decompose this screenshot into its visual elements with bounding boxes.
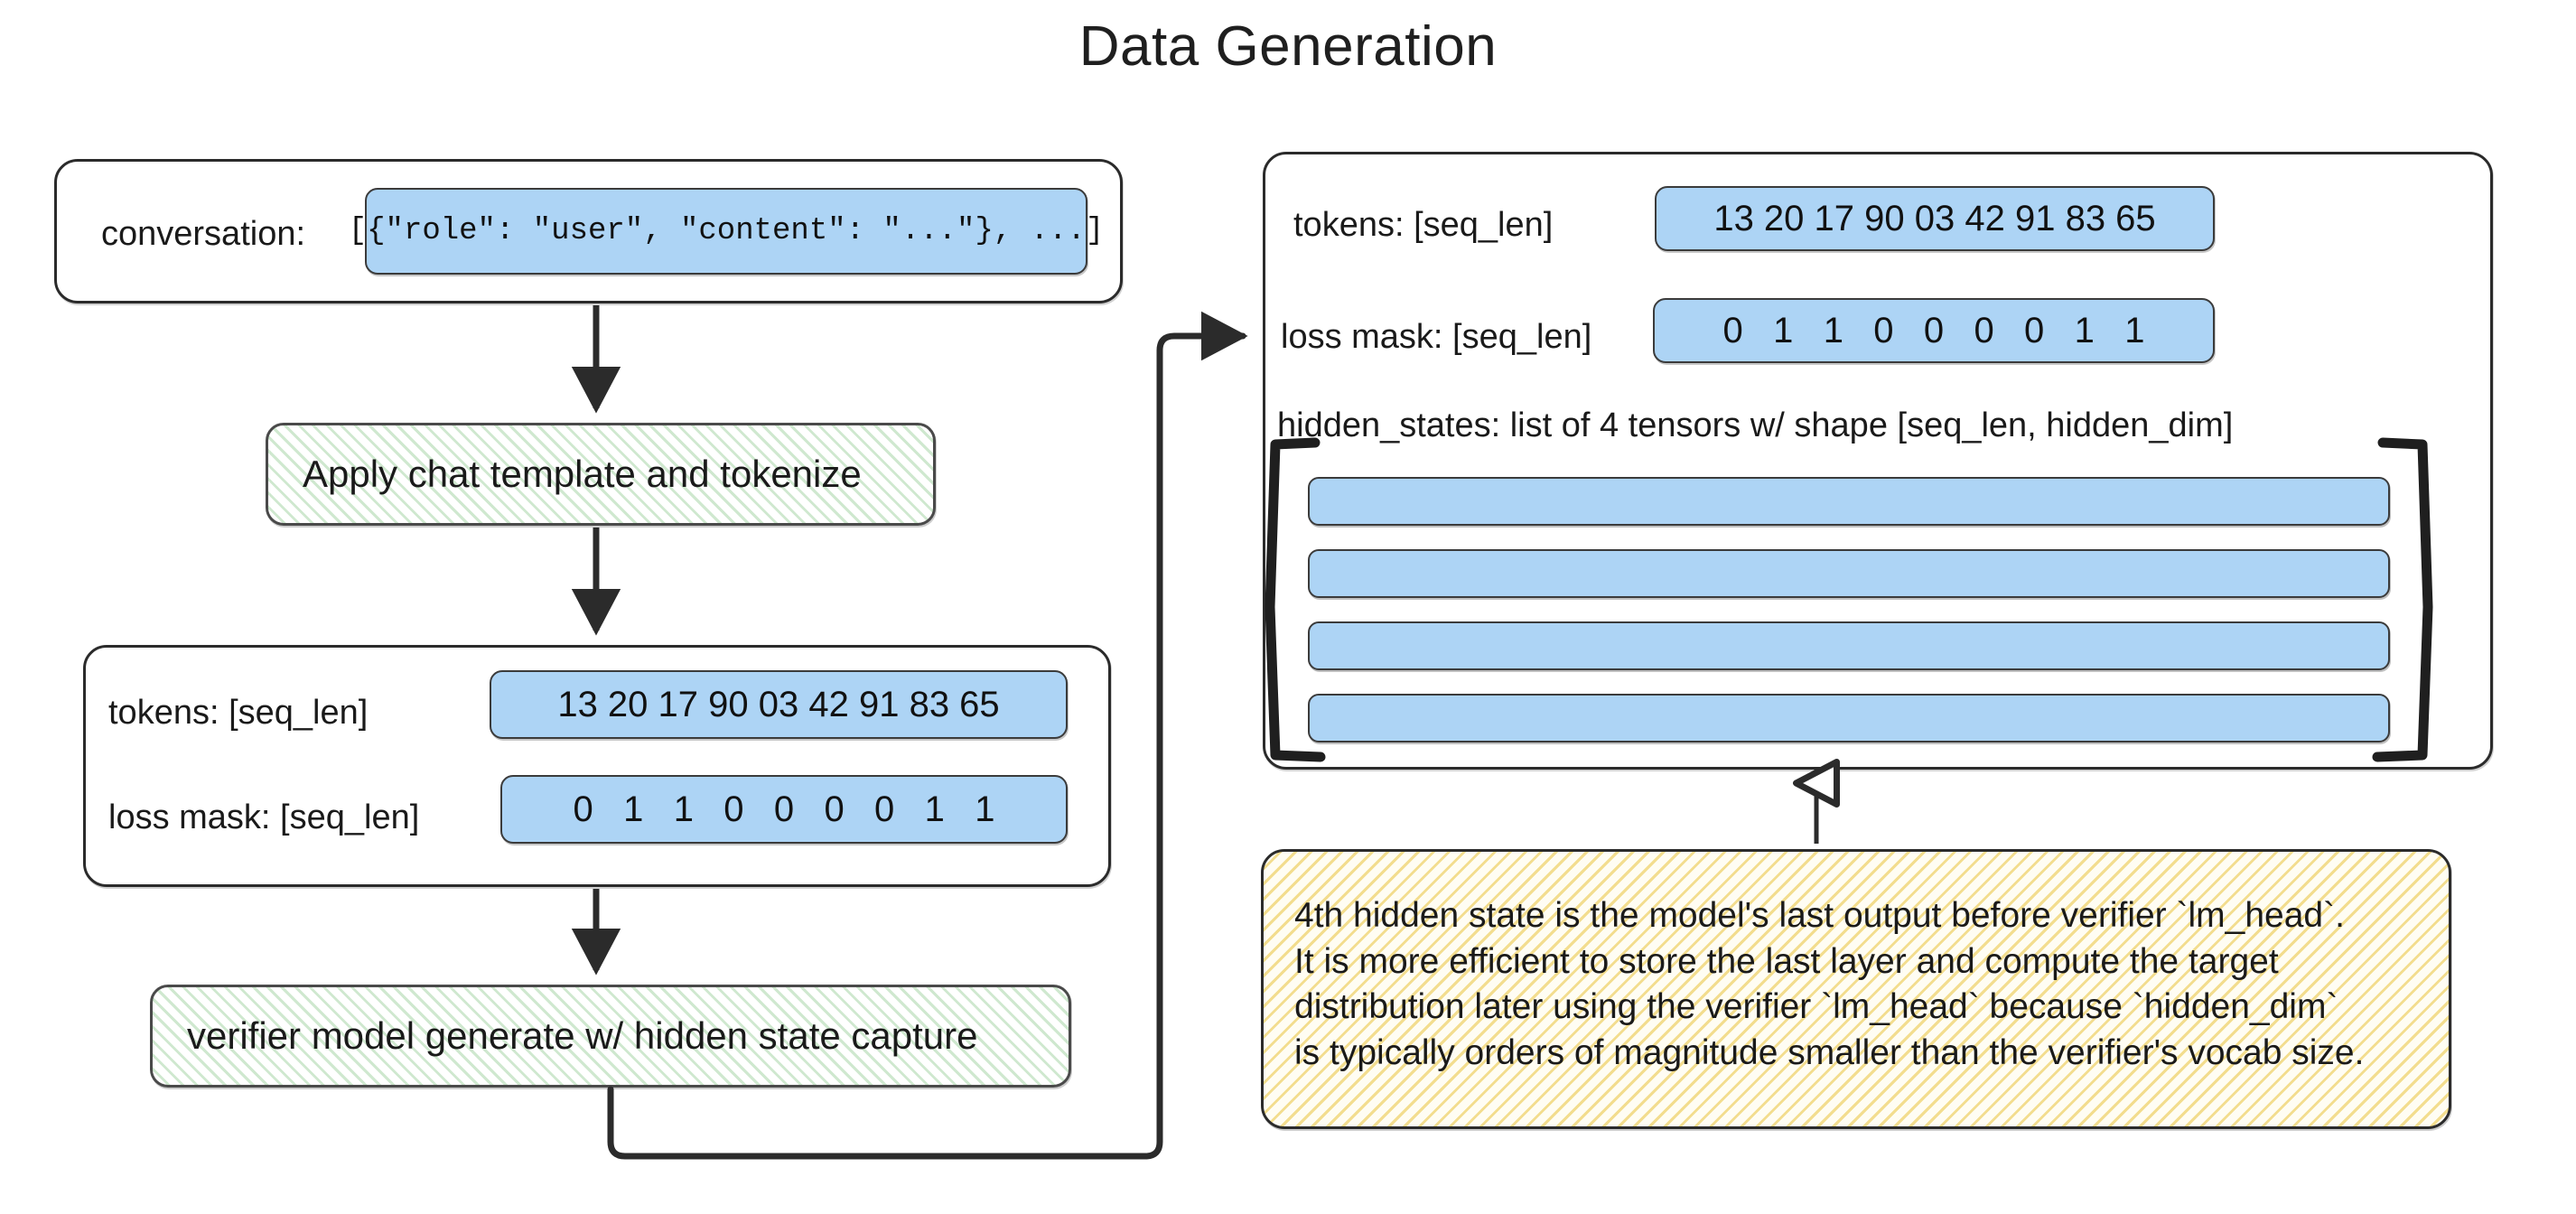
hidden-state-bar xyxy=(1308,694,2390,742)
loss-mask-value: 0 1 1 0 0 0 0 1 1 xyxy=(573,789,995,829)
record-loss-mask-value: 0 1 1 0 0 0 0 1 1 xyxy=(1722,310,2145,350)
hidden-state-bar xyxy=(1308,621,2390,670)
hidden-state-bar xyxy=(1308,477,2390,526)
hidden-states-caption: hidden_states: list of 4 tensors w/ shap… xyxy=(1277,406,2234,444)
tokens-value: 13 20 17 90 03 42 91 83 65 xyxy=(557,684,1000,724)
process-apply-chat-template-label: Apply chat template and tokenize xyxy=(303,453,862,495)
conversation-value: [{"role": "user", "content": "..."}, ...… xyxy=(348,214,1105,248)
tokens-value-pill: 13 20 17 90 03 42 91 83 65 xyxy=(490,670,1068,739)
loss-mask-value-pill: 0 1 1 0 0 0 0 1 1 xyxy=(500,775,1068,844)
process-verifier-generate-label: verifier model generate w/ hidden state … xyxy=(187,1014,978,1057)
conversation-value-pill: [{"role": "user", "content": "..."}, ...… xyxy=(349,188,1104,275)
note-line: It is more efficient to store the last l… xyxy=(1294,941,2279,981)
note-line: distribution later using the verifier `l… xyxy=(1294,987,2338,1027)
conversation-label: conversation: xyxy=(101,215,306,253)
tokens-label: tokens: [seq_len] xyxy=(108,694,369,732)
loss-mask-label: loss mask: [seq_len] xyxy=(108,798,420,836)
page-title: Data Generation xyxy=(1078,15,1498,78)
explanatory-note: 4th hidden state is the model's last out… xyxy=(1261,849,2451,1129)
record-loss-mask-label: loss mask: [seq_len] xyxy=(1281,318,1592,356)
record-tokens-label: tokens: [seq_len] xyxy=(1293,206,1554,244)
hidden-state-bar xyxy=(1308,549,2390,598)
record-tokens-value-pill: 13 20 17 90 03 42 91 83 65 xyxy=(1655,186,2215,251)
process-verifier-generate[interactable]: verifier model generate w/ hidden state … xyxy=(150,985,1071,1088)
record-tokens-value: 13 20 17 90 03 42 91 83 65 xyxy=(1713,198,2156,238)
record-loss-mask-value-pill: 0 1 1 0 0 0 0 1 1 xyxy=(1653,298,2215,363)
note-line: 4th hidden state is the model's last out… xyxy=(1294,896,2345,935)
process-apply-chat-template[interactable]: Apply chat template and tokenize xyxy=(266,423,936,526)
note-line: is typically orders of magnitude smaller… xyxy=(1294,1033,2365,1073)
